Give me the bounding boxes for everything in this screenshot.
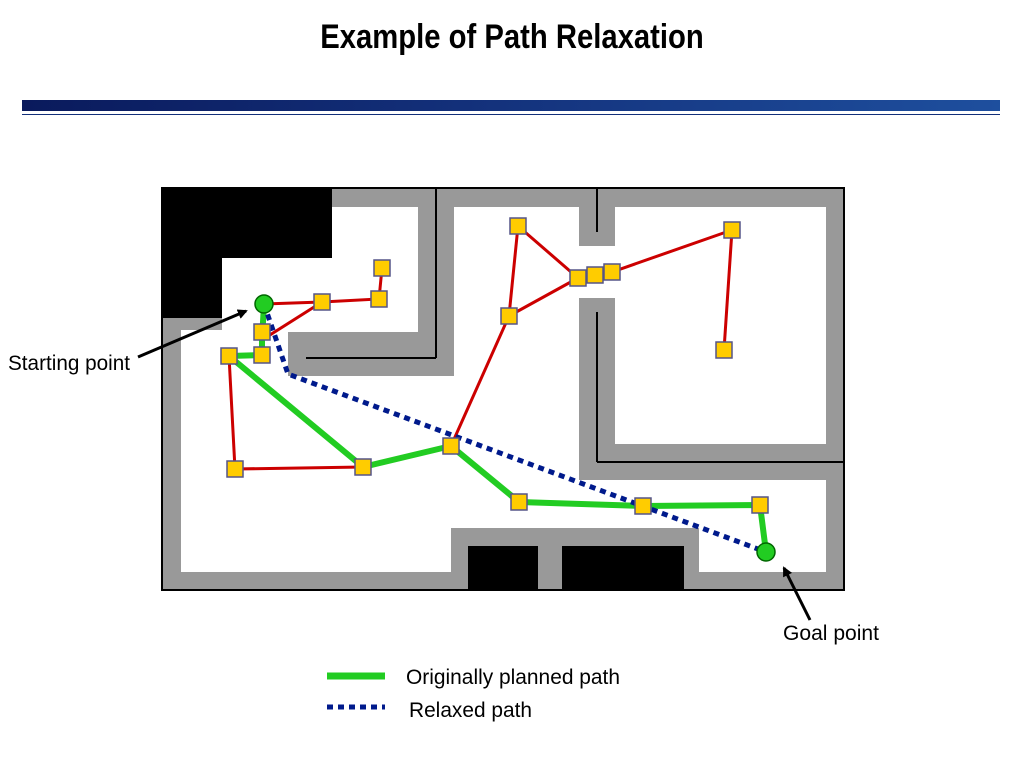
obstacles xyxy=(162,188,684,590)
map xyxy=(161,187,845,591)
node-square-marker xyxy=(509,217,527,235)
start-label: Starting point xyxy=(8,352,130,375)
wall-top xyxy=(162,188,844,207)
node-square-marker xyxy=(373,259,391,277)
legend-relaxed-label: Relaxed path xyxy=(409,699,532,722)
node-square-marker xyxy=(220,347,238,365)
goal-point-circle-marker xyxy=(756,542,776,562)
map-border xyxy=(161,187,845,591)
relaxed-path xyxy=(261,303,767,555)
title-rule xyxy=(22,114,1000,115)
goal-label: Goal point xyxy=(783,622,879,645)
wall-upper-left-horizontal xyxy=(288,332,454,376)
title-bar xyxy=(22,100,1000,111)
goal-callout-arrow xyxy=(782,566,812,621)
legend: Originally planned path Relaxed path xyxy=(327,666,620,722)
corridor-bottom-left xyxy=(181,480,451,572)
node-square-marker xyxy=(569,269,587,287)
obstacle-top-left-b xyxy=(162,258,222,318)
node-square-marker xyxy=(751,496,769,514)
obstacle-bottom-a xyxy=(468,546,538,590)
legend-original-label: Originally planned path xyxy=(406,666,620,689)
node-square-marker xyxy=(715,341,733,359)
node-square-marker xyxy=(442,437,460,455)
node-square-marker xyxy=(253,323,271,341)
node-square-marker xyxy=(634,497,652,515)
node-square-marker xyxy=(226,460,244,478)
node-square-marker xyxy=(500,307,518,325)
tree-edge xyxy=(508,276,579,318)
start-point-circle-marker xyxy=(254,294,274,314)
wall-right xyxy=(826,188,844,590)
node-square-marker xyxy=(510,493,528,511)
obstacle-top-left-a xyxy=(162,188,332,258)
obstacle-bottom-b xyxy=(562,546,684,590)
wall-edges xyxy=(161,187,845,591)
start-callout-arrow xyxy=(137,309,248,359)
node-square-marker xyxy=(723,221,741,239)
node-square-marker xyxy=(253,346,271,364)
corridors xyxy=(181,207,826,572)
node-square-marker xyxy=(370,290,388,308)
tree-edge xyxy=(263,267,384,306)
tree-nodes xyxy=(220,217,769,515)
node-square-marker xyxy=(586,266,604,284)
room-upper-right xyxy=(615,207,826,444)
node-square-marker xyxy=(313,293,331,311)
node-square-marker xyxy=(603,263,621,281)
page-title: Example of Path Relaxation xyxy=(320,18,704,56)
node-square-marker xyxy=(354,458,372,476)
corridor-middle xyxy=(454,444,579,528)
